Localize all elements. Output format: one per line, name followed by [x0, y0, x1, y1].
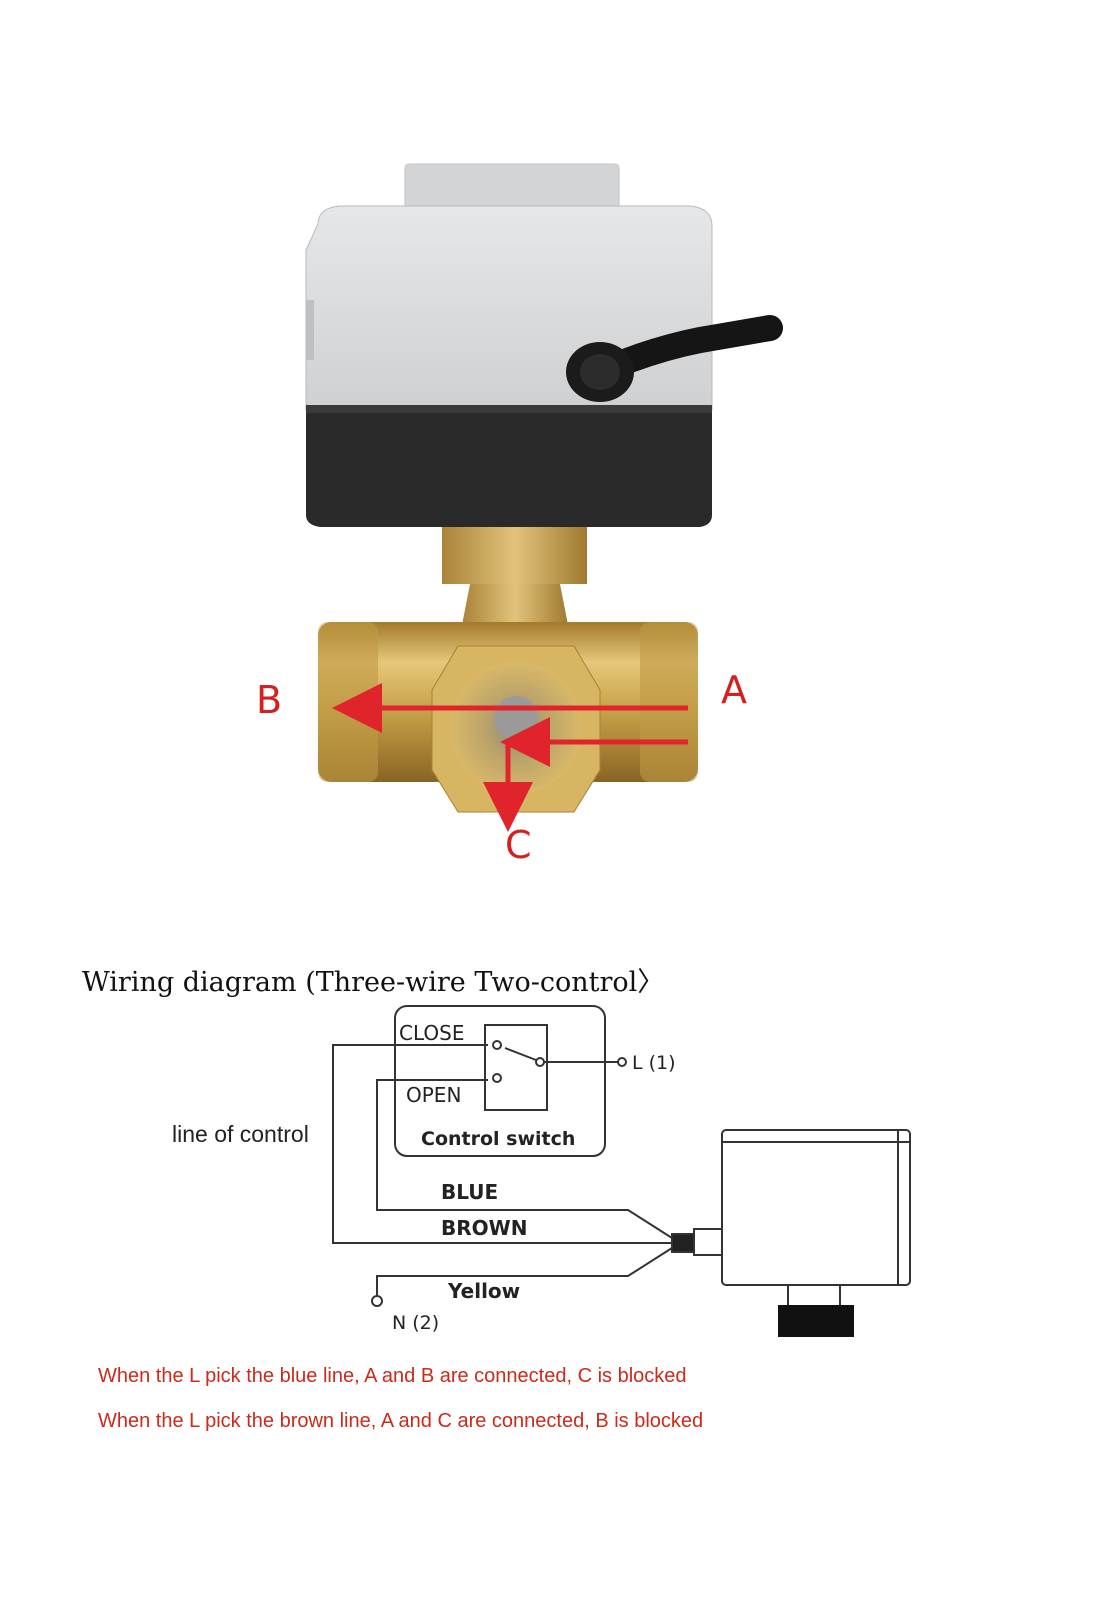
motorized-valve-illustration — [305, 163, 783, 832]
note-blue-line: When the L pick the blue line, A and B a… — [98, 1365, 687, 1387]
note-brown-line: When the L pick the brown line, A and C … — [98, 1410, 704, 1432]
open-label: OPEN — [406, 1083, 462, 1107]
close-label: CLOSE — [399, 1021, 465, 1045]
neutral-terminal — [371, 1295, 383, 1307]
port-c-label: C — [505, 823, 532, 867]
wiring-diagram-title: Wiring diagram (Three-wire Two-control〉 — [82, 967, 665, 998]
actuator-black-base — [306, 405, 712, 527]
neutral-label: N (2) — [392, 1312, 440, 1334]
control-switch-label: Control switch — [421, 1128, 576, 1150]
live-label: L (1) — [632, 1052, 676, 1074]
actuator-base-block — [778, 1305, 854, 1337]
actuator-grey-housing — [305, 205, 713, 411]
blue-wire-label: BLUE — [441, 1180, 499, 1204]
port-a-label: A — [721, 668, 747, 712]
switch-contacts-box — [484, 1024, 548, 1111]
brown-wire-label: BROWN — [441, 1216, 528, 1240]
yellow-wire — [376, 1247, 673, 1296]
port-b-label: B — [256, 678, 283, 722]
actuator-box-outline — [721, 1129, 911, 1286]
brass-stem — [442, 527, 587, 584]
line-of-control-label: line of control — [172, 1121, 309, 1147]
yellow-wire-label: Yellow — [448, 1279, 521, 1303]
